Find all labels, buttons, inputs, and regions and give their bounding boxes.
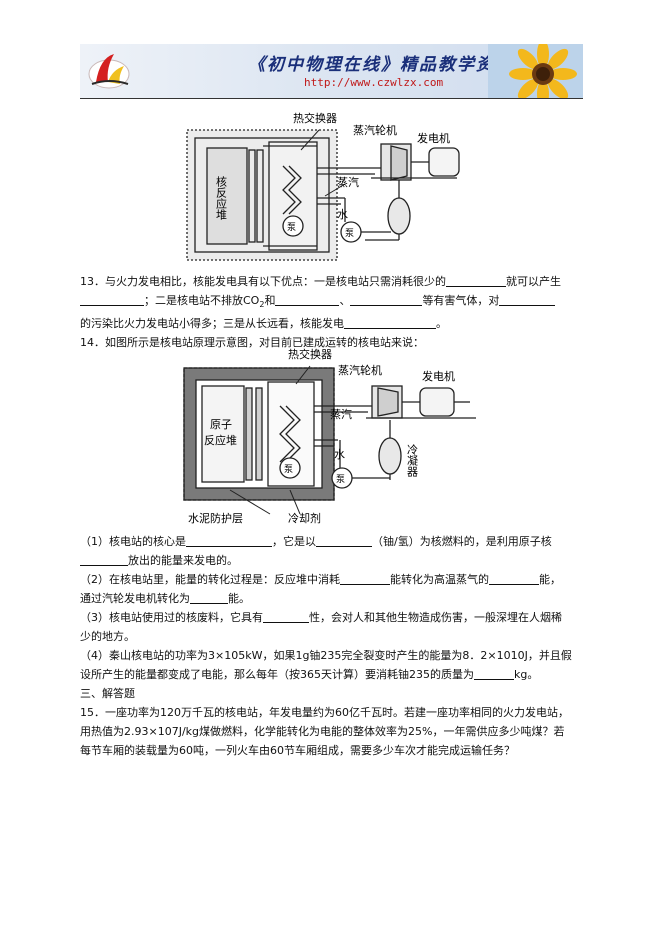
question-13: 13．与火力发电相比，核能发电具有以下优点：一是核电站只需消耗很少的就可以产生 … <box>80 274 561 350</box>
fig1-generator-label: 发电机 <box>417 131 450 145</box>
fig2-generator-label: 发电机 <box>422 369 455 383</box>
fig2-coolant-label: 冷却剂 <box>288 511 321 525</box>
question-14-intro: 14．如图所示是核电站原理示意图，对目前已建成运转的核电站来说： <box>80 336 424 350</box>
sunflower-image-icon <box>488 44 583 98</box>
q13-blank-2[interactable] <box>80 293 144 306</box>
fig2-turbine-label: 蒸汽轮机 <box>338 363 382 377</box>
q13-blank-1[interactable] <box>446 274 506 287</box>
question-14-parts: （1）核电站的核心是，它是以（铀/氢）为核燃料的，是利用原子核 放出的能量来发电… <box>80 534 572 757</box>
fig2-steam-label: 蒸汽 <box>330 407 352 421</box>
fig1-water-label: 水 <box>337 208 348 221</box>
q13-blank-6[interactable] <box>344 316 436 330</box>
fig1-steam-label: 蒸汽 <box>337 175 359 189</box>
fig2-shield-label: 水泥防护层 <box>188 511 243 525</box>
header-banner: 《初中物理在线》精品教学资源库 http://www.czwlzx.com <box>80 44 583 98</box>
site-logo-icon <box>88 54 130 89</box>
q14-blank-8[interactable] <box>474 667 514 680</box>
site-url: http://www.czwlzx.com <box>304 76 444 89</box>
q15-line-2: 用热值为2.93×107J/kg煤做燃料，化学能转化为电能的整体效率为25%，一… <box>80 725 565 738</box>
q15-line-1: 15．一座功率为120万千瓦的核电站，年发电量约为60亿千瓦时。若建一座功率相同… <box>80 706 569 719</box>
q13-blank-4[interactable] <box>350 293 423 306</box>
q14-blank-1[interactable] <box>186 534 272 547</box>
q14-blank-3[interactable] <box>80 553 128 566</box>
header-rule <box>80 98 583 99</box>
fig1-pump-label-b: 泵 <box>345 228 354 239</box>
q13-blank-5[interactable] <box>499 293 556 306</box>
section-3-title: 三、解答题 <box>80 687 135 700</box>
fig2-condenser-label: 冷凝器 <box>406 444 419 478</box>
fig2-heat-exchanger-label: 热交换器 <box>288 347 332 361</box>
nuclear-plant-diagram-1: 热交换器 蒸汽轮机 发电机 蒸汽 水 泵 泵 核反应堆 <box>186 111 460 261</box>
fig2-pump-label-a: 泵 <box>284 464 293 475</box>
fig2-pump-label-b: 泵 <box>336 474 345 485</box>
fig1-reactor-label: 核反应堆 <box>215 175 228 220</box>
q14-blank-5[interactable] <box>489 572 539 585</box>
q15-line-3: 每节车厢的装载量为60吨，一列火车由60节车厢组成，需要多少车次才能完成运输任务… <box>80 744 515 757</box>
fig1-turbine-label: 蒸汽轮机 <box>353 123 397 137</box>
q14-blank-6[interactable] <box>190 591 228 604</box>
fig2-water-label: 水 <box>334 448 345 461</box>
fig1-heat-exchanger-label: 热交换器 <box>293 111 337 125</box>
fig1-pump-label-a: 泵 <box>287 222 296 233</box>
fig2-reactor-label-1: 原子 <box>210 418 232 431</box>
nuclear-plant-diagram-2: 热交换器 蒸汽轮机 发电机 原子 反应堆 蒸汽 水 泵 泵 冷凝器 水泥防护层 … <box>183 347 476 525</box>
site-title: 《初中物理在线》精品教学资源库 <box>248 55 533 75</box>
q14-blank-2[interactable] <box>316 534 372 547</box>
q13-blank-3[interactable] <box>275 293 340 306</box>
fig2-reactor-label-2: 反应堆 <box>204 433 237 447</box>
q14-blank-7[interactable] <box>263 610 309 623</box>
q14-blank-4[interactable] <box>340 572 390 585</box>
